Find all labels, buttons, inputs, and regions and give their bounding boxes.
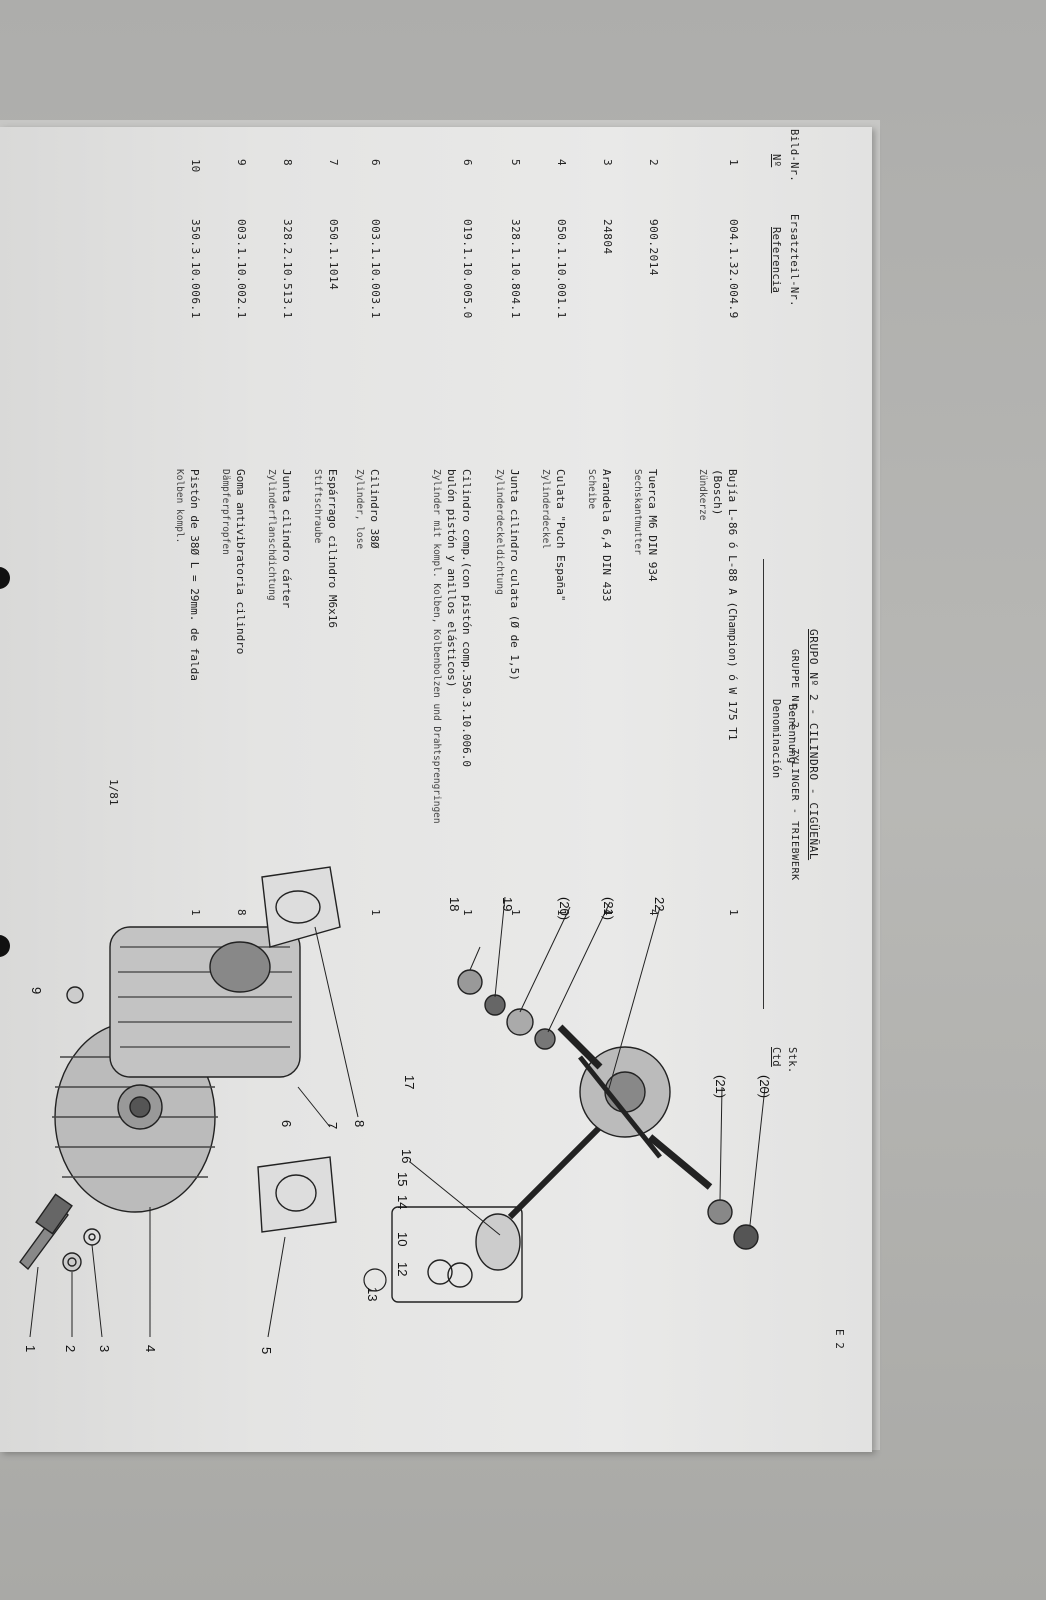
callout-label: 4 (143, 1345, 158, 1352)
exploded-view-diagram: 1 2 3 4 5 6 7 8 9 10 12 13 14 15 16 17 1… (19, 866, 772, 1354)
callout-label: 15 (395, 1172, 410, 1186)
callout-label: 17 (402, 1075, 417, 1089)
callout-label: 19 (500, 897, 515, 911)
callout-label: 13 (365, 1287, 380, 1301)
callout-label: (21) (713, 1075, 728, 1098)
callout-label: (20) (557, 897, 572, 920)
callout-label: (21) (601, 897, 616, 920)
callout-label: 9 (29, 987, 44, 994)
callout-label: 2 (63, 1345, 78, 1352)
callout-label: 14 (395, 1195, 410, 1209)
callout-label: 5 (259, 1347, 274, 1354)
callout-label: 10 (395, 1232, 410, 1246)
callout-label: 12 (395, 1262, 410, 1276)
callout-label: 18 (447, 897, 462, 911)
callout-label: 7 (325, 1122, 340, 1129)
piston-group-box (391, 1206, 523, 1303)
binder-hole (0, 935, 10, 957)
callout-label: 3 (97, 1345, 112, 1352)
callout-label: 22 (652, 897, 667, 911)
callout-label: 8 (352, 1120, 367, 1127)
callout-label: 1 (23, 1345, 38, 1352)
crankshaft-part (507, 1024, 713, 1220)
callout-label: (20) (757, 1075, 772, 1098)
callout-label: 16 (399, 1149, 414, 1163)
spark-plug-part (19, 1193, 73, 1271)
callout-label: 6 (279, 1120, 294, 1127)
binder-hole (0, 567, 10, 589)
cylinder-part (109, 926, 301, 1078)
catalog-page: GRUPO Nº 2 - CILINDRO - CIGÜEÑAL GRUPPE … (0, 127, 872, 1452)
